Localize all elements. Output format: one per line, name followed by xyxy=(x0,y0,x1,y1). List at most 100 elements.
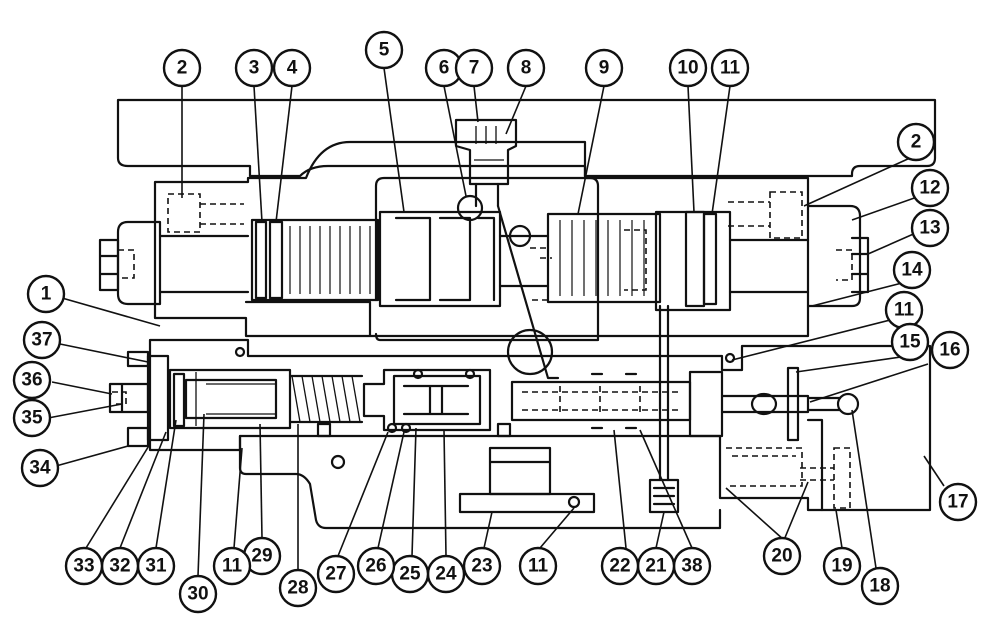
svg-text:18: 18 xyxy=(869,576,890,597)
svg-text:1: 1 xyxy=(41,284,52,305)
callout-11-right: 11 xyxy=(884,290,924,330)
right-lower-spool-dashed xyxy=(522,386,680,416)
center-spool-land xyxy=(378,210,502,308)
svg-text:29: 29 xyxy=(251,546,272,567)
callout-36: 36 xyxy=(12,360,52,400)
right-block-dashed-lower xyxy=(800,467,834,481)
vertical-shaft xyxy=(658,304,670,482)
lever-ball-end xyxy=(836,392,860,416)
seal-26 xyxy=(400,422,412,434)
callout-32: 32 xyxy=(100,546,140,586)
svg-text:20: 20 xyxy=(771,546,792,567)
spool-right-dashed xyxy=(624,229,647,291)
callout-15: 15 xyxy=(890,322,930,362)
lower-bolt-left xyxy=(316,422,332,438)
svg-text:28: 28 xyxy=(287,578,308,599)
callout-35: 35 xyxy=(12,398,52,438)
lower-spool-land xyxy=(362,368,492,432)
upper-body-lower-edge xyxy=(244,300,372,337)
svg-text:3: 3 xyxy=(249,58,260,79)
svg-text:11: 11 xyxy=(894,300,915,321)
lever-shaft xyxy=(806,396,842,412)
left-hex-plug xyxy=(98,238,120,292)
center-dashed-passage xyxy=(530,247,552,301)
svg-text:21: 21 xyxy=(645,556,667,577)
callout-11-top: 11 xyxy=(710,48,750,88)
shaft-collar xyxy=(750,392,778,416)
callout-10: 10 xyxy=(668,48,708,88)
left-end-bolt-lower xyxy=(126,426,150,448)
main-spool-right-section xyxy=(546,212,662,304)
svg-text:35: 35 xyxy=(21,408,43,429)
svg-text:6: 6 xyxy=(439,58,450,79)
left-end-cap-detail xyxy=(158,234,250,294)
callout-14: 14 xyxy=(892,250,932,290)
svg-text:14: 14 xyxy=(901,260,923,281)
callout-27: 27 xyxy=(316,554,356,594)
callout-19: 19 xyxy=(822,546,862,586)
lower-body-outline xyxy=(148,338,932,512)
seal-ring-11-right xyxy=(724,352,736,364)
operating-shaft xyxy=(720,394,810,414)
lower-spool-pins xyxy=(590,372,638,430)
svg-text:9: 9 xyxy=(599,58,610,79)
callout-24: 24 xyxy=(426,554,466,594)
pilot-rod xyxy=(496,204,560,380)
svg-text:12: 12 xyxy=(919,178,940,199)
center-spool-land-detail xyxy=(394,216,496,302)
locating-hole xyxy=(330,454,346,470)
callout-1: 1 xyxy=(26,274,66,314)
svg-text:16: 16 xyxy=(939,340,960,361)
callout-30: 30 xyxy=(178,574,218,614)
callout-37: 37 xyxy=(22,320,62,360)
left-plug-dashed xyxy=(118,249,135,279)
callout-18: 18 xyxy=(860,566,900,606)
upper-body-inner-box xyxy=(374,176,600,342)
callout-13: 13 xyxy=(910,208,950,248)
seal-ring-11-left xyxy=(234,346,246,358)
right-sleeve xyxy=(654,210,732,312)
svg-text:31: 31 xyxy=(145,556,167,577)
svg-text:10: 10 xyxy=(677,58,698,79)
callout-9: 9 xyxy=(584,48,624,88)
callout-29: 29 xyxy=(242,536,282,576)
callout-25: 25 xyxy=(390,554,430,594)
callout-6: 6 xyxy=(424,48,464,88)
svg-text:32: 32 xyxy=(109,556,130,577)
svg-text:30: 30 xyxy=(187,584,208,605)
svg-text:25: 25 xyxy=(399,564,421,585)
svg-text:27: 27 xyxy=(325,564,346,585)
bottom-boss-23 xyxy=(488,446,552,496)
svg-text:11: 11 xyxy=(720,58,741,79)
callout-11-bottom: 11 xyxy=(518,546,558,586)
callouts-layer: 2 3 4 5 6 7 8 9 10 11 2 12 13 14 11 15 1… xyxy=(12,30,978,614)
callout-20: 20 xyxy=(762,536,802,576)
bottom-seal-11 xyxy=(567,495,581,509)
right-end-cap xyxy=(806,204,862,308)
seal-ring-11-upper xyxy=(702,212,718,306)
callout-31: 31 xyxy=(136,546,176,586)
svg-text:13: 13 xyxy=(919,218,940,239)
lower-spool-inner xyxy=(392,374,482,426)
callout-4: 4 xyxy=(272,48,312,88)
callout-16: 16 xyxy=(930,330,970,370)
seal-ring-10 xyxy=(684,210,706,308)
top-fitting xyxy=(454,118,518,186)
seal-25-right xyxy=(464,368,476,380)
svg-text:15: 15 xyxy=(899,332,921,353)
callout-7: 7 xyxy=(454,48,494,88)
right-end-cap-inner xyxy=(728,238,810,294)
callout-3: 3 xyxy=(234,48,274,88)
seal-27 xyxy=(386,422,398,434)
right-hex-plug xyxy=(850,236,870,294)
svg-text:7: 7 xyxy=(469,58,480,79)
pilot-spring-28 xyxy=(288,374,364,424)
lower-frame-base xyxy=(238,434,722,530)
callout-28: 28 xyxy=(278,568,318,608)
svg-text:26: 26 xyxy=(365,556,386,577)
svg-text:17: 17 xyxy=(947,492,968,513)
right-block-edge xyxy=(806,418,824,512)
callout-11-lower-left: 11 xyxy=(212,546,252,586)
